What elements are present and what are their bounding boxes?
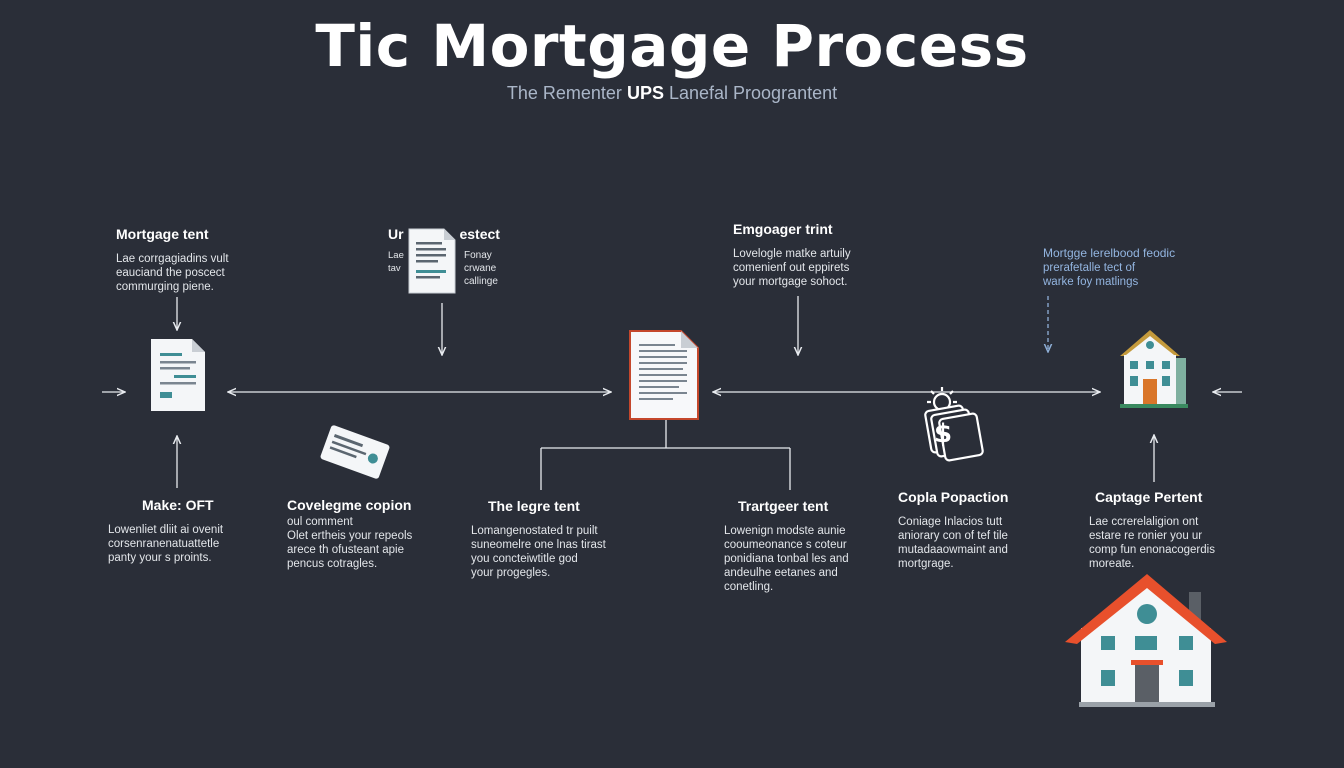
step-covelegme-copion: Covelegme copion oul comment Olet erthei…	[287, 497, 412, 571]
step-mortgage-lerelbood: Mortgge lerelbood feodic prerafetalle te…	[1043, 246, 1175, 289]
step-heading: Mortgage tent	[116, 226, 209, 242]
step-description-right: Fonay crwane callinge	[464, 250, 498, 287]
step-heading: The legre tent	[488, 498, 580, 514]
step-description-left: Lae tav	[388, 250, 404, 274]
step-description: Lae ccrerelaligion ont estare re ronier …	[1089, 516, 1215, 570]
page-title: Tic Mortgage Process	[315, 12, 1029, 80]
step-heading: Captage Pertent	[1095, 489, 1203, 505]
step-make-oft: Make: OFT Lowenliet dliit ai ovenit cors…	[108, 497, 223, 565]
step-description: prerafetalle tect of warke foy matlings	[1043, 262, 1139, 288]
money-gear-icon: $	[924, 387, 984, 462]
step-heading: Mortgge lerelbood feodic	[1043, 246, 1176, 260]
svg-text:$: $	[934, 419, 952, 449]
step-engager-trint: Emgoager trint Lovelogle matke artuily c…	[733, 221, 851, 289]
step-heading: Copla Popaction	[898, 489, 1009, 505]
page-subtitle: The Rementer UPS Lanefal Proograntent	[0, 83, 1344, 104]
step-mortgage-tent: Mortgage tent Lae corrgagiadins vult eau…	[116, 226, 229, 294]
heading-left: Ur	[388, 226, 404, 242]
step-description: Coniage Inlacios tutt aniorary con of te…	[898, 516, 1008, 570]
house-icon	[1120, 330, 1188, 408]
step-copla-popaction: Copla Popaction Coniage Inlacios tutt an…	[898, 489, 1008, 571]
step-captage-pertent: Captage Pertent Lae ccrerelaligion ont e…	[1089, 489, 1215, 571]
step-description: Lae corrgagiadins vult eauciand the posc…	[116, 253, 229, 293]
card-icon	[320, 425, 390, 479]
step-trartgeer-tent: Trartgeer tent Lowenign modste aunie coo…	[724, 498, 849, 594]
step-heading: Emgoager trint	[733, 221, 833, 237]
central-document-icon	[629, 330, 699, 420]
document-icon	[408, 228, 456, 294]
document-icon	[151, 339, 205, 411]
step-heading: Trartgeer tent	[738, 498, 829, 514]
step-description: Lomangenostated tr puilt suneomelre one …	[471, 525, 606, 579]
step-description: Lowenliet dliit ai ovenit corsenranenatu…	[108, 524, 224, 564]
large-house-icon	[1065, 574, 1227, 707]
step-ur-estect: Ur estect Lae tav Fonay crwane callinge	[388, 226, 518, 287]
heading-right: estect	[459, 226, 500, 242]
step-heading: Ur estect	[388, 226, 518, 242]
subtitle-post: Lanefal Proograntent	[668, 83, 838, 103]
step-description: oul comment Olet ertheis your repeols ar…	[287, 516, 413, 570]
step-description: Lovelogle matke artuily comenienf out ep…	[733, 248, 851, 288]
step-the-legre-tent: The legre tent Lomangenostated tr puilt …	[471, 498, 606, 580]
subtitle-pre: The Rementer	[506, 83, 622, 103]
step-heading: Covelegme copion	[287, 497, 412, 513]
subtitle-bold: UPS	[626, 83, 664, 103]
step-description: Lowenign modste aunie cooumeonance s cot…	[724, 525, 849, 593]
step-heading: Make: OFT	[142, 497, 214, 513]
